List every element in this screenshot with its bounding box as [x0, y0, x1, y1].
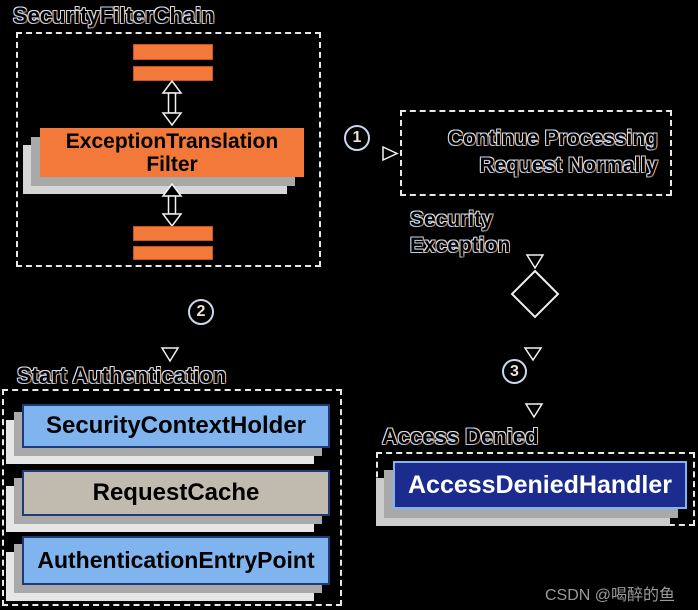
- filter-bar: [133, 246, 213, 260]
- security-filter-chain-box: [16, 32, 321, 267]
- filter-name-line1: ExceptionTranslation: [65, 129, 279, 153]
- access-denied-handler-box: AccessDeniedHandler: [393, 461, 687, 509]
- step-2-badge: 2: [188, 299, 214, 325]
- filter-name-line2: Filter: [146, 152, 198, 176]
- arrowhead-down-icon: [525, 253, 545, 270]
- security-context-holder-box: SecurityContextHolder: [22, 404, 330, 448]
- decision-diamond: [510, 269, 560, 319]
- watermark: CSDN @喝醉的鱼: [545, 587, 676, 604]
- start-authentication-box: [2, 389, 342, 606]
- continue-line2: Request Normally: [479, 154, 658, 177]
- step-1-badge: 1: [344, 125, 370, 151]
- access-denied-box: [376, 452, 695, 526]
- security-exception-line1: Security: [410, 208, 493, 231]
- security-exception-line2: Exception: [410, 234, 511, 257]
- arrowhead-down-icon: [524, 402, 544, 419]
- step-2-number: 2: [196, 303, 206, 320]
- authentication-entry-point-box: AuthenticationEntryPoint: [22, 536, 330, 585]
- filter-bar: [133, 66, 213, 81]
- continue-line1: Continue Processing: [447, 127, 658, 150]
- authentication-entry-point-label: AuthenticationEntryPoint: [37, 547, 315, 573]
- continue-processing-box: Continue Processing Request Normally: [400, 110, 672, 196]
- double-arrow-icon: [160, 183, 184, 227]
- access-denied-handler-label: AccessDeniedHandler: [407, 470, 672, 499]
- arrowhead-down-icon: [523, 346, 543, 362]
- step-3-number: 3: [510, 362, 519, 380]
- step-3-badge: 3: [502, 359, 527, 384]
- filter-bar: [133, 226, 213, 241]
- arrowhead-right-icon: [381, 145, 399, 162]
- access-denied-label: Access Denied: [382, 424, 539, 449]
- arrowhead-down-icon: [160, 346, 180, 363]
- exception-translation-filter-box: ExceptionTranslation Filter: [40, 128, 304, 177]
- request-cache-label: RequestCache: [92, 479, 260, 506]
- security-context-holder-label: SecurityContextHolder: [45, 412, 307, 439]
- double-arrow-icon: [160, 80, 184, 126]
- step-1-number: 1: [352, 129, 362, 146]
- request-cache-box: RequestCache: [22, 470, 330, 516]
- filter-bar: [133, 44, 213, 60]
- security-filter-chain-title: SecurityFilterChain: [13, 3, 215, 28]
- start-authentication-label: Start Authentication: [17, 363, 227, 388]
- security-exception-label: Security Exception: [410, 207, 510, 259]
